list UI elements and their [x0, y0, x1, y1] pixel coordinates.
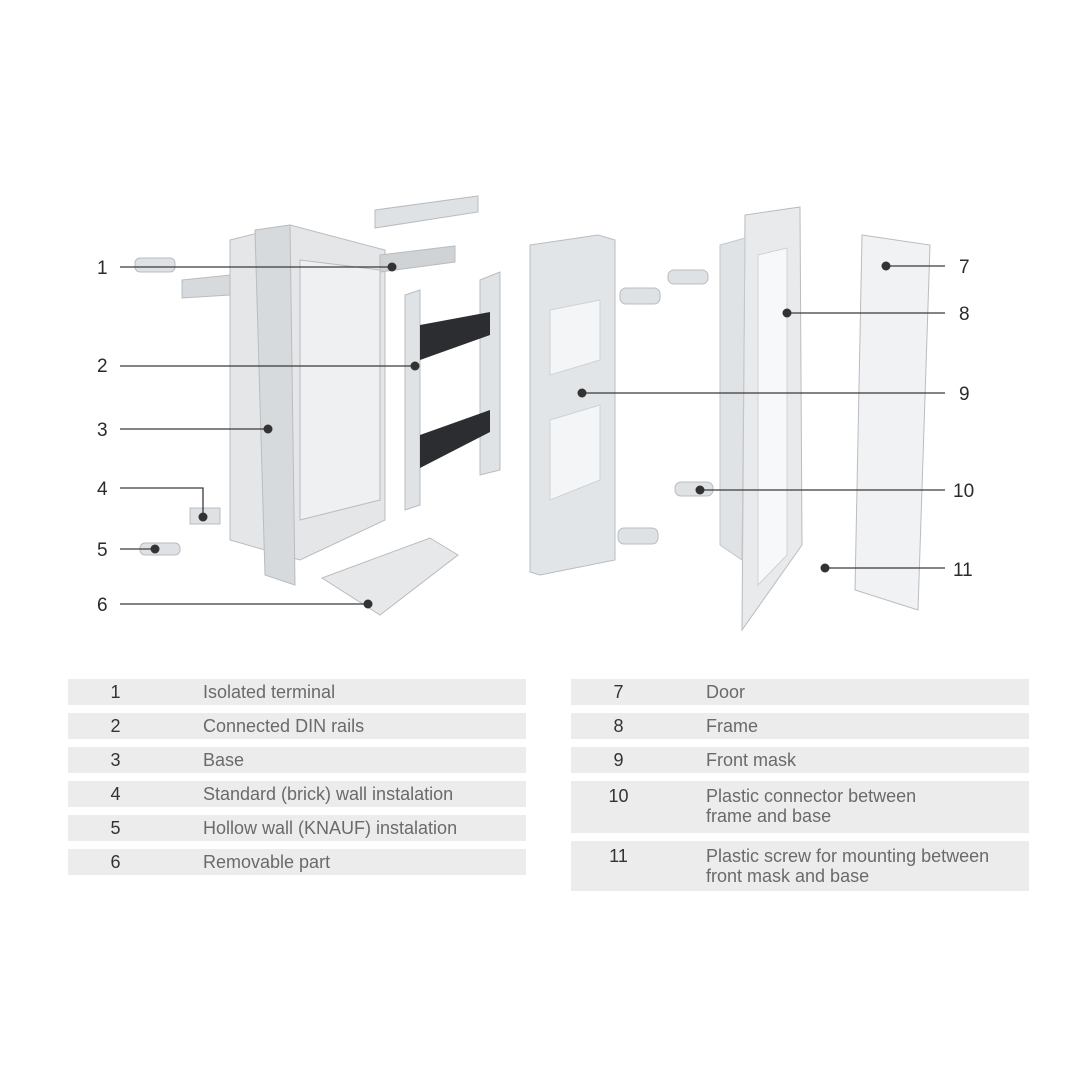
- callout-lines: [120, 265, 945, 605]
- exploded-view-diagram: 1 2 3 4 5 6 7 8 9 10 11: [97, 195, 974, 632]
- legend-text: Removable part: [203, 852, 331, 872]
- callout-11: 11: [953, 560, 973, 581]
- legend-num: 4: [110, 784, 121, 804]
- legend-row: 3 Base: [68, 747, 526, 773]
- callout-dots: [150, 261, 891, 609]
- legend-text: Hollow wall (KNAUF) instalation: [203, 818, 458, 838]
- legend-text: Front mask: [706, 750, 797, 770]
- legend-row: 10 Plastic connector between frame and ba…: [571, 781, 1029, 833]
- door-part: [854, 234, 931, 611]
- callout-4: 4: [97, 479, 108, 500]
- legend-text: Standard (brick) wall instalation: [203, 784, 454, 804]
- legend-row: 2 Connected DIN rails: [68, 713, 526, 739]
- legend-row: 1 Isolated terminal: [68, 679, 526, 705]
- base-part: [181, 195, 479, 586]
- callout-8: 8: [959, 304, 970, 325]
- removable-part: [320, 537, 459, 616]
- callout-numbers: 1 2 3 4 5 6 7 8 9 10 11: [97, 257, 974, 616]
- legend-row: 5 Hollow wall (KNAUF) instalation: [68, 815, 526, 841]
- callout-1: 1: [97, 258, 108, 279]
- legend-num: 6: [110, 852, 121, 872]
- legend-row: 11 Plastic screw for mounting between fro…: [571, 841, 1029, 891]
- legend-text: Connected DIN rails: [203, 716, 365, 736]
- legend-right: 7 Door 8 Frame 9 Front mask 10 Plastic conne…: [571, 679, 1029, 899]
- legend-num: 7: [613, 682, 624, 702]
- front-mask-part: [529, 234, 616, 576]
- frame-part: [719, 206, 803, 632]
- legend-num: 10: [608, 786, 629, 806]
- callout-6: 6: [97, 595, 108, 616]
- legend-num: 2: [110, 716, 121, 736]
- callout-2: 2: [97, 356, 108, 377]
- legend-text: Plastic screw for mounting between front…: [706, 846, 990, 886]
- legend-num: 3: [110, 750, 121, 770]
- legend-num: 11: [609, 846, 628, 866]
- legend-num: 1: [110, 682, 121, 702]
- din-rails-part: [404, 271, 501, 511]
- callout-3: 3: [97, 420, 108, 441]
- legend-text: Plastic connector between frame and base: [706, 786, 917, 826]
- callout-9: 9: [959, 384, 970, 405]
- legend-text: Isolated terminal: [203, 682, 336, 702]
- legend-row: 7 Door: [571, 679, 1029, 705]
- callout-5: 5: [97, 540, 108, 561]
- legend-row: 6 Removable part: [68, 849, 526, 875]
- callout-7: 7: [959, 257, 970, 278]
- legend-num: 9: [613, 750, 624, 770]
- small-parts: [134, 257, 714, 556]
- legend-row: 4 Standard (brick) wall instalation: [68, 781, 526, 807]
- legend-text: Base: [203, 750, 245, 770]
- legend-num: 5: [110, 818, 121, 838]
- callout-10: 10: [953, 481, 974, 502]
- legend-row: 8 Frame: [571, 713, 1029, 739]
- legend-num: 8: [613, 716, 624, 736]
- legend-row: 9 Front mask: [571, 747, 1029, 773]
- legend-text: Door: [706, 682, 746, 702]
- legend-text: Frame: [706, 716, 759, 736]
